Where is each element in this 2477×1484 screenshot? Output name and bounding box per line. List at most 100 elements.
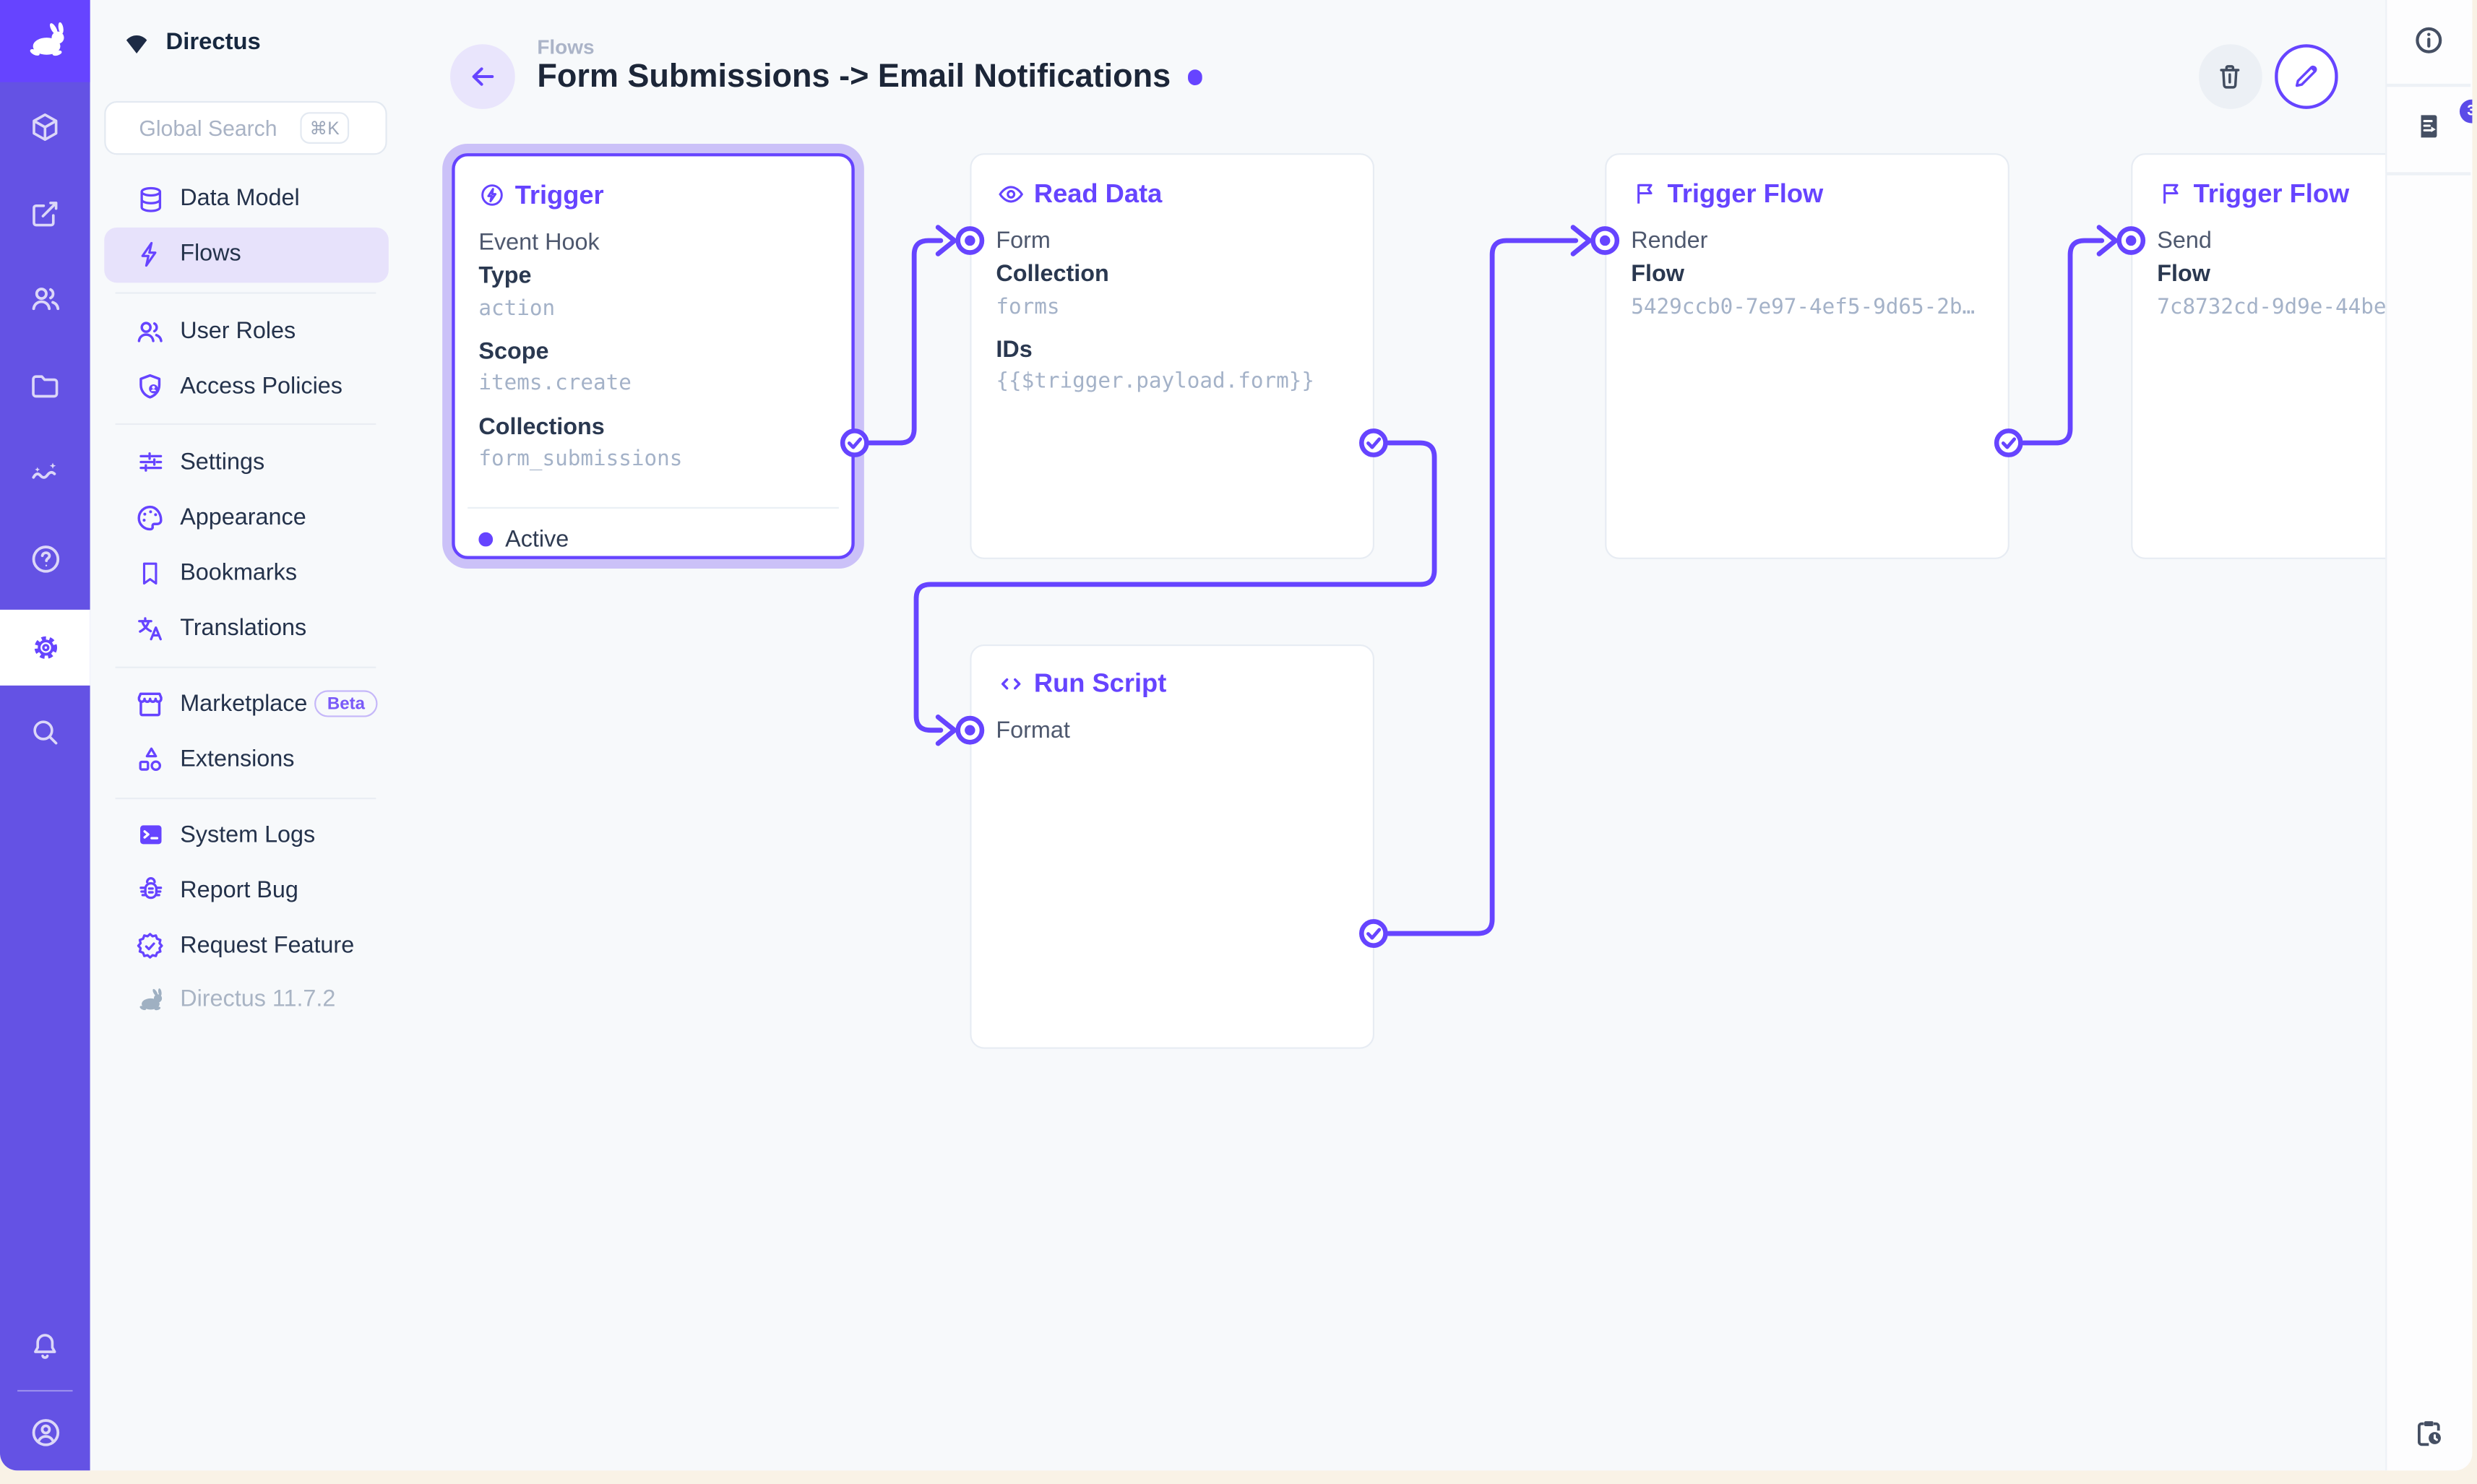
nav-item-flows[interactable]: Flows: [104, 226, 389, 282]
nav-item-label: User Roles: [180, 318, 296, 344]
field-label: Type: [478, 264, 532, 290]
delete-flow-button[interactable]: [2198, 44, 2263, 109]
rail-divider: [2387, 83, 2472, 87]
flow-node-trigger-flow-send[interactable]: Trigger Flow Send Flow 7c8732cd-9d9e-44b…: [2131, 153, 2387, 558]
arrowhead-icon: [935, 714, 957, 746]
global-search[interactable]: ⌘K: [104, 100, 387, 155]
module-search-button[interactable]: [0, 690, 90, 772]
back-button[interactable]: [450, 44, 515, 109]
arrowhead-icon: [2096, 225, 2119, 256]
arrowhead-icon: [1570, 225, 1593, 256]
flow-color-dot: [1188, 69, 1203, 85]
sliders-icon: [134, 447, 166, 478]
nav-item-label: Access Policies: [180, 374, 343, 400]
project-fan-icon: [121, 27, 152, 54]
node-title: Trigger: [514, 179, 604, 210]
code-icon: [996, 670, 1024, 698]
info-button[interactable]: [2387, 8, 2471, 71]
module-content-button[interactable]: [0, 85, 90, 168]
field-label: Flow: [1631, 262, 1684, 288]
bolt-circle-icon: [478, 181, 505, 208]
gear-icon: [27, 629, 62, 664]
nav-item-extensions[interactable]: Extensions: [104, 731, 389, 787]
shapes-icon: [134, 743, 166, 775]
nav-item-report-bug[interactable]: Report Bug: [104, 863, 389, 918]
info-icon: [2413, 23, 2446, 56]
directus-logo[interactable]: [0, 0, 90, 82]
module-settings-button[interactable]: [0, 608, 90, 685]
field-label: Scope: [478, 338, 549, 364]
flow-node-read-data[interactable]: Read Data Form Collection forms IDs {{$t…: [970, 153, 1374, 558]
nav-item-marketplace[interactable]: Marketplace Beta: [104, 676, 389, 732]
shield-user-icon: [134, 371, 166, 402]
module-help-button[interactable]: [0, 518, 90, 600]
node-title: Read Data: [1033, 177, 1163, 208]
project-name: Directus: [165, 27, 261, 55]
notices-count-badge: 3: [2459, 99, 2473, 124]
nav-item-appearance[interactable]: Appearance: [104, 490, 389, 545]
search-input[interactable]: [136, 114, 294, 142]
nav-item-access-policies[interactable]: Access Policies: [104, 358, 389, 414]
node-divider: [467, 506, 839, 509]
eye-icon: [996, 179, 1024, 207]
nav-item-label: Settings: [180, 449, 265, 475]
field-label: IDs: [996, 337, 1033, 363]
nav-item-system-logs[interactable]: System Logs: [104, 807, 389, 863]
nav-item-user-roles[interactable]: User Roles: [104, 303, 389, 359]
field-label: Collections: [478, 414, 605, 440]
nav-item-translations[interactable]: Translations: [104, 600, 389, 656]
translate-icon: [134, 612, 166, 644]
nav-item-data-model[interactable]: Data Model: [104, 171, 389, 227]
module-users-button[interactable]: [0, 257, 90, 340]
breadcrumb[interactable]: Flows: [537, 35, 595, 59]
storefront-icon: [134, 688, 166, 720]
field-value: action: [478, 297, 556, 321]
project-chip[interactable]: Directus: [121, 20, 261, 61]
bookmark-icon: [134, 557, 166, 589]
flow-node-trigger[interactable]: Trigger Event Hook Type action Scope ite…: [451, 153, 855, 558]
rail-divider: [2387, 172, 2472, 175]
edit-flow-button[interactable]: [2274, 44, 2339, 109]
database-icon: [134, 184, 166, 215]
revisions-button[interactable]: [2387, 1401, 2471, 1464]
field-value: forms: [996, 295, 1060, 319]
field-value: {{$trigger.payload.form}}: [996, 370, 1315, 394]
module-editor-button[interactable]: [0, 172, 90, 254]
users-icon: [27, 281, 62, 316]
rabbit-icon: [134, 984, 166, 1016]
nav-item-settings[interactable]: Settings: [104, 434, 389, 490]
edge-trigger-to-read-data: [866, 238, 944, 446]
module-insights-button[interactable]: [0, 431, 90, 514]
node-input-label: Render: [1631, 228, 1708, 254]
pencil-icon: [2291, 61, 2322, 92]
settings-nav: Directus ⌘K Data Model Flows User Roles …: [90, 0, 400, 1470]
search-icon: [28, 715, 61, 748]
users-icon: [134, 315, 166, 347]
edge-run-script-to-trigger-flow-render: [1386, 238, 1579, 936]
palette-icon: [134, 501, 166, 533]
nav-item-label: Bookmarks: [180, 560, 298, 585]
page-title: Form Submissions -> Email Notifications: [537, 59, 1203, 96]
node-subtitle: Event Hook: [478, 230, 600, 256]
field-label: Flow: [2157, 262, 2210, 288]
field-label: Collection: [996, 262, 1109, 288]
nav-item-request-feature[interactable]: Request Feature: [104, 918, 389, 973]
notices-button[interactable]: 3: [2387, 95, 2473, 158]
module-files-button[interactable]: [0, 345, 90, 427]
sidebar-rail: 3: [2386, 0, 2473, 1471]
nav-item-label: Appearance: [180, 504, 306, 530]
nav-item-label: Marketplace: [180, 691, 308, 717]
field-value: 5429ccb0-7e97-4ef5-9d65-2b…: [1631, 295, 1976, 319]
nav-item-bookmarks[interactable]: Bookmarks: [104, 545, 389, 600]
flow-canvas[interactable]: Flows Form Submissions -> Email Notifica…: [400, 0, 2387, 1470]
flag-icon: [1631, 180, 1658, 207]
notifications-button[interactable]: [0, 1305, 90, 1387]
flow-node-run-script[interactable]: Run Script Format: [970, 643, 1374, 1049]
field-value: 7c8732cd-9d9e-44be: [2157, 295, 2387, 319]
nav-version: Directus 11.7.2: [104, 972, 389, 1028]
arrowhead-icon: [935, 225, 957, 256]
bolt-icon: [134, 238, 166, 270]
account-button[interactable]: [0, 1392, 90, 1470]
flow-node-trigger-flow-render[interactable]: Trigger Flow Render Flow 5429ccb0-7e97-4…: [1605, 153, 2009, 558]
